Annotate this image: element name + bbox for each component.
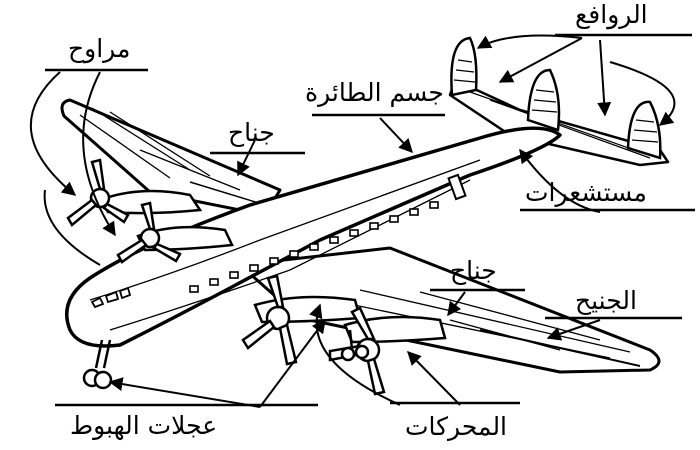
- label-landing-gear: عجلات الهبوط: [70, 411, 218, 440]
- label-fuselage: جسم الطائرة: [305, 78, 444, 107]
- far-wing: [60, 98, 282, 217]
- propellers: [66, 158, 386, 396]
- label-aileron: الجنيح: [575, 286, 637, 315]
- label-sensors: مستشعرات: [525, 178, 647, 207]
- landing-gear: [82, 329, 370, 390]
- label-wing-right: جناح: [450, 256, 497, 285]
- cabin-windows: [189, 201, 439, 293]
- label-underlines: [45, 33, 695, 407]
- label-propellers: مراوح: [68, 34, 131, 63]
- tail-fins: [450, 36, 662, 160]
- cockpit-windows: [90, 286, 132, 309]
- label-engines: المحركات: [405, 412, 508, 441]
- label-wing-top: جناح: [228, 118, 275, 147]
- leader-arrows: [29, 34, 676, 408]
- label-stabilizers: الروافع: [575, 0, 648, 29]
- engine-nacelles: [98, 189, 447, 344]
